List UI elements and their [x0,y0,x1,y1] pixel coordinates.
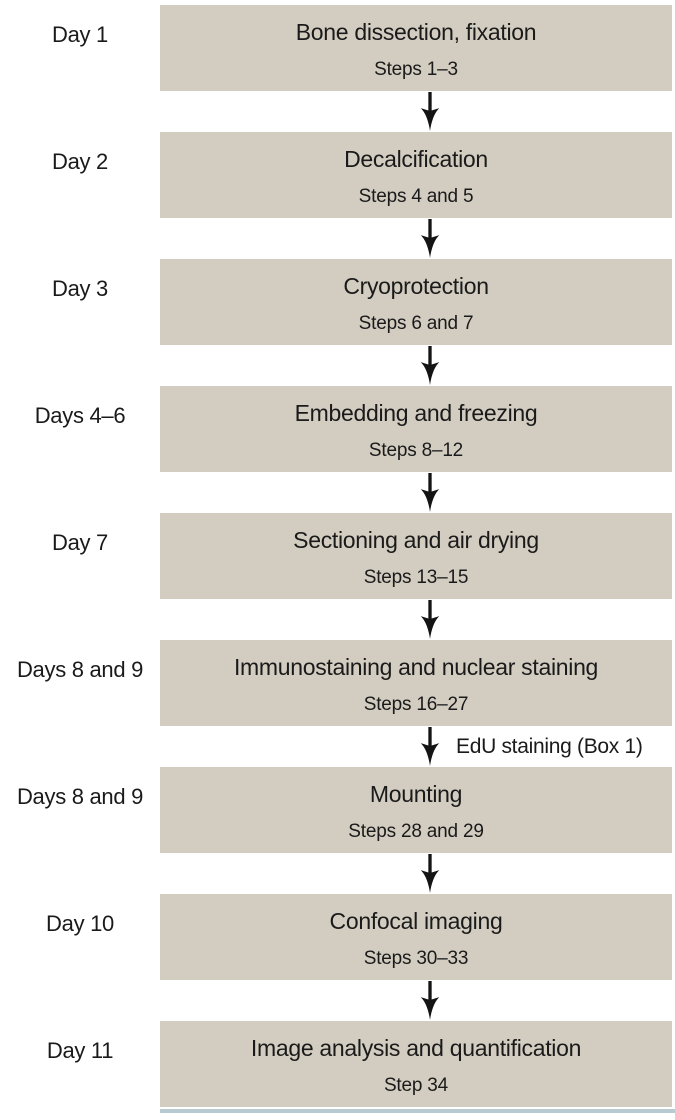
down-arrow-icon [420,92,440,131]
stage-title: Immunostaining and nuclear staining [233,654,599,680]
stage-steps: Steps 16–27 [363,694,469,715]
stage-steps: Steps 1–3 [374,59,458,80]
day-label: Days 8 and 9 [16,784,144,809]
day-label: Day 1 [52,22,108,47]
day-label: Day 11 [46,1038,114,1063]
figure-bottom-rule [160,1109,675,1113]
flow-row-3: Day 3 Cryoprotection Steps 6 and 7 [0,259,675,345]
stage-title: Image analysis and quantification [250,1035,582,1061]
flow-row-2: Day 2 Decalcification Steps 4 and 5 [0,132,675,218]
stage-title: Mounting [369,781,463,807]
stage-box: Embedding and freezing Steps 8–12 [160,386,672,472]
stage-title: Decalcification [344,146,488,172]
down-arrow-icon [420,981,440,1020]
stage-steps: Step 34 [383,1075,449,1096]
flow-row-5: Day 7 Sectioning and air drying Steps 13… [0,513,675,599]
stage-box: Immunostaining and nuclear staining Step… [160,640,672,726]
flow-connector-8 [0,980,675,1021]
stage-steps: Steps 13–15 [363,567,469,588]
stage-box: Bone dissection, fixation Steps 1–3 [160,5,672,91]
day-label: Day 7 [52,530,108,555]
stage-title: Embedding and freezing [294,400,538,426]
flow-row-1: Day 1 Bone dissection, fixation Steps 1–… [0,5,675,91]
flow-connector-3 [0,345,675,386]
stage-steps: Steps 6 and 7 [358,313,474,334]
flow-connector-6: EdU staining (Box 1) [0,726,675,767]
flow-connector-4 [0,472,675,513]
stage-steps: Steps 28 and 29 [348,821,484,842]
stage-box: Image analysis and quantification Step 3… [160,1021,672,1107]
day-label: Days 4–6 [34,403,126,428]
stage-box: Decalcification Steps 4 and 5 [160,132,672,218]
flow-row-8: Day 10 Confocal imaging Steps 30–33 [0,894,675,980]
flow-connector-7 [0,853,675,894]
stage-box: Sectioning and air drying Steps 13–15 [160,513,672,599]
down-arrow-icon [420,219,440,258]
stage-box: Mounting Steps 28 and 29 [160,767,672,853]
stage-title: Bone dissection, fixation [295,19,537,45]
stage-title: Cryoprotection [343,273,489,299]
day-label: Days 8 and 9 [16,657,144,682]
down-arrow-icon [420,600,440,639]
stage-title: Sectioning and air drying [293,527,539,553]
stage-steps: Steps 30–33 [363,948,469,969]
down-arrow-icon [420,727,440,766]
edu-staining-annotation: EdU staining (Box 1) [456,734,643,758]
flow-connector-1 [0,91,675,132]
flow-connector-2 [0,218,675,259]
flow-row-9: Day 11 Image analysis and quantification… [0,1021,675,1107]
flow-row-4: Days 4–6 Embedding and freezing Steps 8–… [0,386,675,472]
stage-box: Confocal imaging Steps 30–33 [160,894,672,980]
stage-title: Confocal imaging [329,908,503,934]
day-label: Day 3 [52,276,108,301]
flow-connector-5 [0,599,675,640]
day-label: Day 2 [52,149,108,174]
down-arrow-icon [420,473,440,512]
flow-row-6: Days 8 and 9 Immunostaining and nuclear … [0,640,675,726]
day-label: Day 10 [46,911,114,936]
down-arrow-icon [420,346,440,385]
down-arrow-icon [420,854,440,893]
stage-steps: Steps 8–12 [368,440,464,461]
stage-steps: Steps 4 and 5 [358,186,474,207]
stage-box: Cryoprotection Steps 6 and 7 [160,259,672,345]
flow-row-7: Days 8 and 9 Mounting Steps 28 and 29 [0,767,675,853]
